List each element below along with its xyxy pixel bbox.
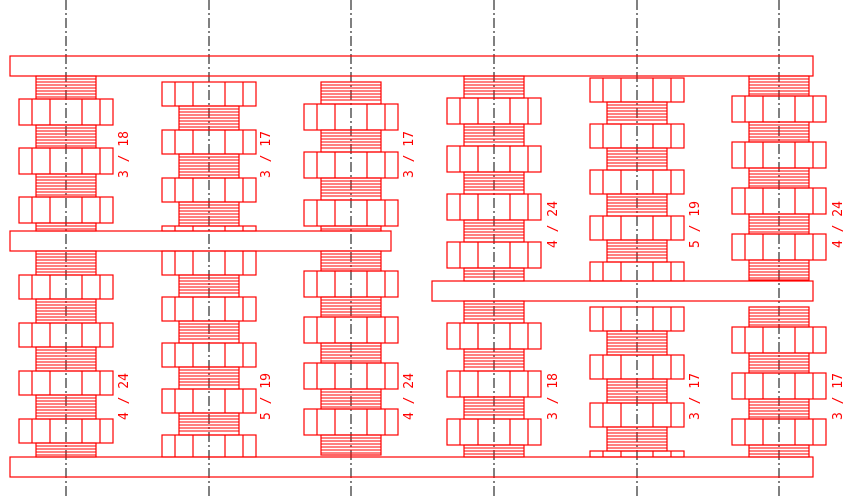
spacer-hatch: [748, 352, 810, 374]
spacer-hatch: [178, 412, 240, 436]
gear-outline: [161, 225, 257, 232]
spacer-hatch: [606, 426, 668, 452]
gear-body: [589, 261, 685, 282]
spacer-outline: [320, 434, 382, 456]
label-col2-upper: 3 / 17: [259, 131, 274, 178]
spacer-hatch: [606, 330, 668, 356]
spacer-hatch: [606, 101, 668, 125]
label-col1-lower: 4 / 24: [117, 373, 132, 420]
spacer-hatch: [320, 81, 382, 105]
gear-body: [303, 362, 399, 390]
spacer-hatch: [463, 396, 525, 420]
spacer-hatch: [320, 434, 382, 456]
spacer-hatch: [320, 129, 382, 153]
label-col3-lower: 4 / 24: [402, 373, 417, 420]
spacer-hatch: [35, 442, 97, 458]
gear-body: [589, 450, 685, 458]
label-col2-lower: 5 / 19: [259, 373, 274, 420]
label-col5-upper: 5 / 19: [688, 201, 703, 248]
label-col5-lower: 3 / 17: [688, 373, 703, 420]
gear-body: [161, 434, 257, 458]
spacer-hatch: [748, 259, 810, 281]
spacer-hatch: [748, 398, 810, 420]
spacer-hatch: [748, 444, 810, 458]
gear-body: [446, 370, 542, 398]
spacer-hatch: [320, 225, 382, 232]
spacer-hatch: [606, 239, 668, 263]
label-col3-upper: 3 / 17: [402, 131, 417, 178]
label-col4-lower: 3 / 18: [546, 373, 561, 420]
spacer-hatch: [606, 378, 668, 404]
spacer-outline: [35, 222, 97, 232]
spacer-hatch: [463, 219, 525, 243]
spacer-hatch: [463, 267, 525, 282]
spacer-hatch: [35, 75, 97, 100]
spacer-hatch: [748, 75, 810, 97]
plate-bar: [9, 456, 814, 478]
gear-outline: [589, 261, 685, 282]
spacer-hatch: [35, 124, 97, 149]
plate-bar: [9, 230, 392, 252]
label-col1-upper: 3 / 18: [117, 131, 132, 178]
gear-body: [161, 225, 257, 232]
spacer-hatch: [35, 222, 97, 232]
spacer-outline: [748, 259, 810, 281]
plate-bar: [431, 280, 814, 302]
gear-stacks: [18, 75, 827, 458]
spacer-hatch: [35, 298, 97, 324]
label-col6-lower: 3 / 17: [831, 373, 846, 420]
spacer-outline: [35, 442, 97, 458]
gear-labels: 3 / 18 3 / 17 3 / 17 4 / 24 5 / 19 4 / 2…: [117, 131, 846, 420]
label-col6-upper: 4 / 24: [831, 201, 846, 248]
spacer-hatch: [463, 444, 525, 458]
gear-outline: [161, 434, 257, 458]
spacer-hatch: [463, 300, 525, 324]
spacer-hatch: [35, 394, 97, 420]
spacer-hatch: [463, 348, 525, 372]
spacer-hatch: [320, 250, 382, 272]
spacer-hatch: [463, 75, 525, 99]
center-axes: [65, 0, 780, 497]
plate-bar: [9, 55, 814, 77]
label-col4-upper: 4 / 24: [546, 201, 561, 248]
spacer-hatch: [35, 346, 97, 372]
gear-outline: [589, 450, 685, 458]
